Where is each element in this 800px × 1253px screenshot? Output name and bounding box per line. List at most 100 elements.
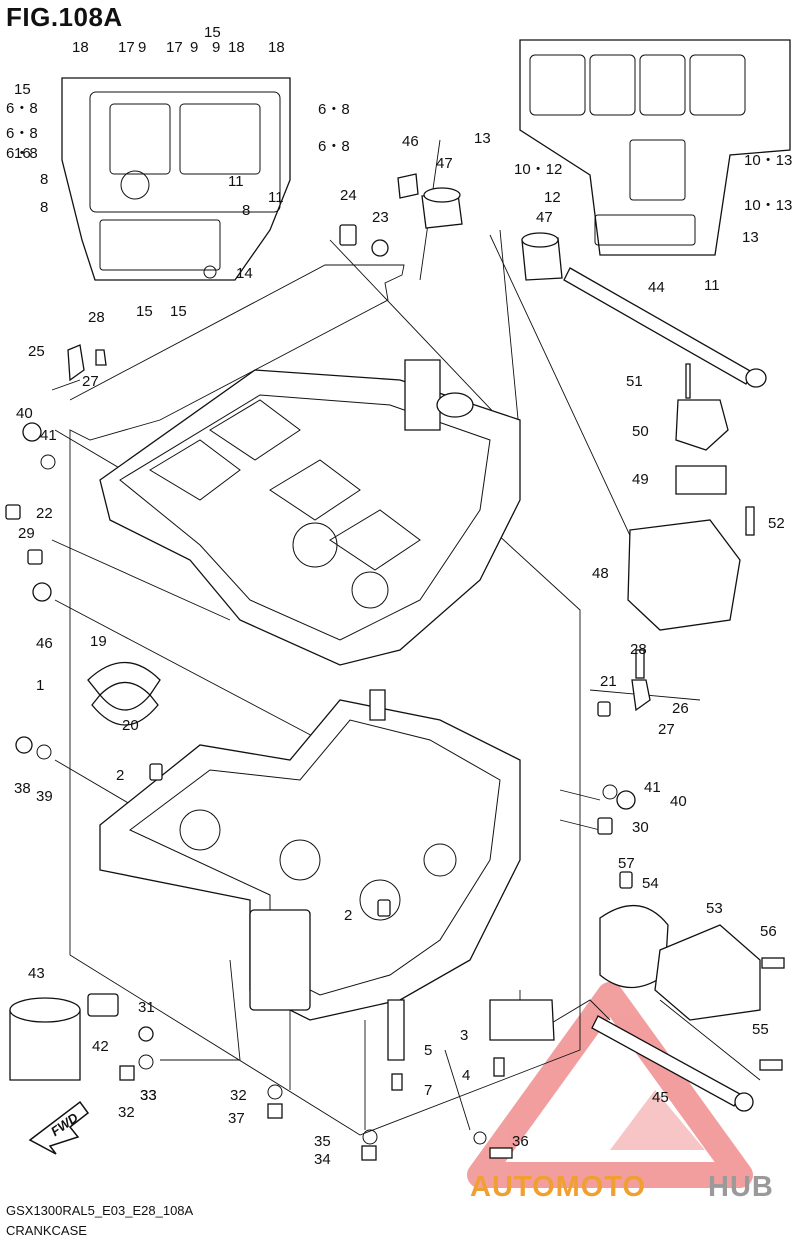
callout-label: 46 [402,133,419,150]
callout-label: 17 [166,39,183,56]
callout-label: 48 [592,565,609,582]
callout-label: 13 [742,229,759,246]
callout-label: 18 [228,39,245,56]
callout-label: 18 [268,39,285,56]
callout-label: 6・8 [6,145,38,162]
callout-label: 22 [36,505,53,522]
small-parts [5,173,785,1161]
section-name: CRANKCASE [6,1223,87,1238]
callout-label: 20 [122,717,139,734]
callout-label: 13 [474,130,491,147]
callout-label: 33 [140,1087,157,1104]
callout-label: 16 [14,145,31,162]
callout-label: 9 [212,39,220,56]
callout-label: 42 [92,1038,109,1055]
crankcase-top-view-right [519,39,791,256]
callout-label: 24 [340,187,357,204]
upper-crankcase [99,359,521,666]
callout-label: 6・8 [318,101,350,118]
callout-label: 47 [536,209,553,226]
callout-label: 28 [630,641,647,658]
callout-label: 9 [138,39,146,56]
callout-label: 35 [314,1133,331,1150]
callout-label: 10・13 [744,152,792,169]
callout-label: 40 [16,405,33,422]
callout-label: 6・8 [6,125,38,142]
callout-label: 6・8 [6,100,38,117]
callout-label: 8 [40,199,48,216]
callout-label: 14 [236,265,253,282]
callout-label: 40 [670,793,687,810]
callout-label: 12 [544,189,561,206]
callout-label: 11 [268,189,284,206]
callout-label: 33 [140,1087,157,1104]
callout-label: 15 [170,303,187,320]
watermark-text-secondary: HUB [708,1171,774,1203]
lower-crankcase [99,689,521,1021]
callout-label: 7 [424,1082,432,1099]
callout-label: 18 [72,39,89,56]
callout-label: 15 [14,81,31,98]
callout-label: 54 [642,875,659,892]
callout-label: 53 [706,900,723,917]
callout-label: 31 [138,999,155,1016]
callout-label: 41 [40,427,57,444]
callout-label: 30 [632,819,649,836]
callout-label: 34 [314,1151,331,1168]
callout-label: 3 [460,1027,468,1044]
callout-label: 32 [230,1087,247,1104]
callout-label: 1 [36,677,44,694]
watermark-logo-icon [467,982,753,1188]
callout-label: 32 [118,1104,135,1121]
callout-label: 51 [626,373,643,390]
callout-label: 41 [644,779,661,796]
callout-label: 10・12 [514,161,562,178]
callout-label: 15 [204,24,221,41]
callout-label: 2 [116,767,124,784]
callout-label: 36 [512,1133,529,1150]
callout-label: 25 [28,343,45,360]
callout-label: 55 [752,1021,769,1038]
callout-label: 37 [228,1110,245,1127]
model-code: GSX1300RAL5_E03_E28_108A [6,1203,194,1218]
callout-label: 49 [632,471,649,488]
callout-label: 15 [136,303,153,320]
callout-label: 43 [28,965,45,982]
callout-label: 23 [372,209,389,226]
callout-label: 9 [190,39,198,56]
callout-label: 17 [118,39,135,56]
callout-label: 46 [36,635,53,652]
callout-label: 8 [242,202,250,219]
callout-label: 27 [658,721,675,738]
callout-label: 39 [36,788,53,805]
callout-label: 28 [88,309,105,326]
callout-label: 2 [344,907,352,924]
callout-label: 56 [760,923,777,940]
callout-label: 11 [704,277,720,294]
callout-label: 57 [618,855,635,872]
fwd-arrow-icon: FWD [28,1100,90,1155]
callout-label: 38 [14,780,31,797]
callout-label: 4 [462,1067,470,1084]
callout-label: 11 [228,173,244,190]
callout-label: 47 [436,155,453,172]
callout-label: 27 [82,373,99,390]
callout-label: 52 [768,515,785,532]
callout-label: 10・13 [744,197,792,214]
callout-label: 8 [40,171,48,188]
watermark-text-primary: AUTOMOTO [470,1171,646,1203]
callout-label: 26 [672,700,689,717]
crankcase-top-view-left [61,77,291,281]
callout-label: 6・8 [318,138,350,155]
callout-label: 19 [90,633,107,650]
callout-label: 44 [648,279,665,296]
callout-label: 29 [18,525,35,542]
callout-label: 50 [632,423,649,440]
callout-label: 21 [600,673,617,690]
callout-label: 45 [652,1089,669,1106]
callout-label: 5 [424,1042,432,1059]
figure-title: FIG.108A [6,2,123,32]
